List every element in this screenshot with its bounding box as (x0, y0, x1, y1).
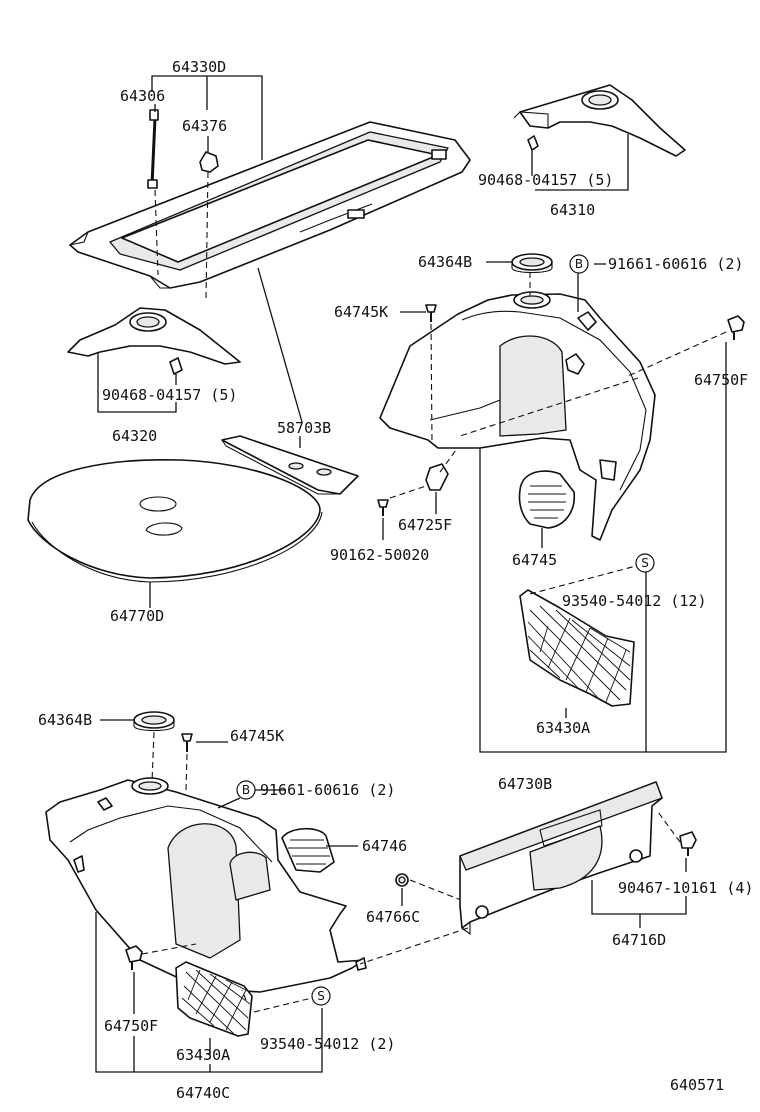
floor-mat-drawing (27, 458, 323, 583)
sill-plate-drawing (459, 781, 663, 936)
marker-b-lower: B (236, 780, 256, 800)
label-tray-assembly: 64330D (172, 58, 226, 76)
label-clip-64376: 64376 (182, 117, 227, 135)
ring-lower-drawing (133, 711, 175, 732)
clip-64376-drawing (199, 151, 219, 173)
label-net-screw-lower: 93540-54012 (2) (260, 1035, 395, 1053)
label-cover-lower: 64746 (362, 837, 407, 855)
speaker-cover-left-drawing (67, 307, 241, 385)
label-cover-sheet: 58703B (277, 419, 331, 437)
label-floor-mat: 64770D (110, 607, 164, 625)
label-bolt-lower: 64745K (230, 727, 284, 745)
net-lower-drawing (175, 961, 253, 1037)
svg-text:B: B (242, 783, 250, 797)
label-ring-upper: 64364B (418, 253, 472, 271)
clip-lower-drawing (395, 873, 409, 887)
label-net-upper: 63430A (536, 719, 590, 737)
support-rod-drawing (147, 109, 159, 189)
label-clip-lower: 64766C (366, 908, 420, 926)
label-clip-upper: 64750F (694, 371, 748, 389)
clip-lower-left-drawing (125, 945, 143, 970)
svg-text:S: S (317, 989, 325, 1003)
label-sill-clip: 90467-10161 (4) (618, 879, 753, 897)
label-net-lower: 63430A (176, 1046, 230, 1064)
label-trim-left: 64740C (176, 1084, 230, 1102)
label-net-screw-upper: 93540-54012 (12) (562, 592, 707, 610)
label-clip-left-cover: 90468-04157 (5) (102, 386, 237, 404)
label-clip-right-cover: 90468-04157 (5) (478, 171, 613, 189)
cover-upper-drawing (518, 470, 575, 529)
bolt-lower-drawing (181, 733, 193, 752)
hook-upper-drawing (425, 463, 449, 491)
cover-sheet-drawing (221, 435, 359, 495)
marker-s-lower: S (311, 986, 331, 1006)
label-clip-lower-left: 64750F (104, 1017, 158, 1035)
label-speaker-cover-right: 64310 (550, 201, 595, 219)
left-trim-drawing (45, 777, 367, 993)
label-support-rod: 64306 (120, 87, 165, 105)
bolt-upper-drawing (425, 304, 437, 322)
label-bolt-upper: 64745K (334, 303, 388, 321)
net-upper-drawing (519, 589, 635, 707)
label-hook-upper: 64725F (398, 516, 452, 534)
label-screw-b-lower: 91661-60616 (2) (260, 781, 395, 799)
label-screw-b-upper: 91661-60616 (2) (608, 255, 743, 273)
svg-text:B: B (575, 257, 583, 271)
screw-upper-drawing (377, 499, 389, 516)
clip-upper-drawing (727, 315, 745, 340)
package-tray-drawing (69, 121, 471, 289)
label-ring-lower: 64364B (38, 711, 92, 729)
cover-lower-drawing (281, 827, 335, 873)
speaker-cover-right-drawing (513, 84, 686, 176)
label-screw-upper: 90162-50020 (330, 546, 429, 564)
right-trim-drawing (379, 291, 656, 541)
label-sill-plate: 64716D (612, 931, 666, 949)
ring-upper-drawing (511, 253, 553, 274)
sill-clip-drawing (679, 831, 697, 856)
label-trim-right: 64730B (498, 775, 552, 793)
label-speaker-cover-left: 64320 (112, 427, 157, 445)
diagram-id: 640571 (670, 1076, 724, 1094)
marker-s-upper: S (635, 553, 655, 573)
marker-b-upper: B (569, 254, 589, 274)
svg-text:S: S (641, 556, 649, 570)
label-cover-upper: 64745 (512, 551, 557, 569)
